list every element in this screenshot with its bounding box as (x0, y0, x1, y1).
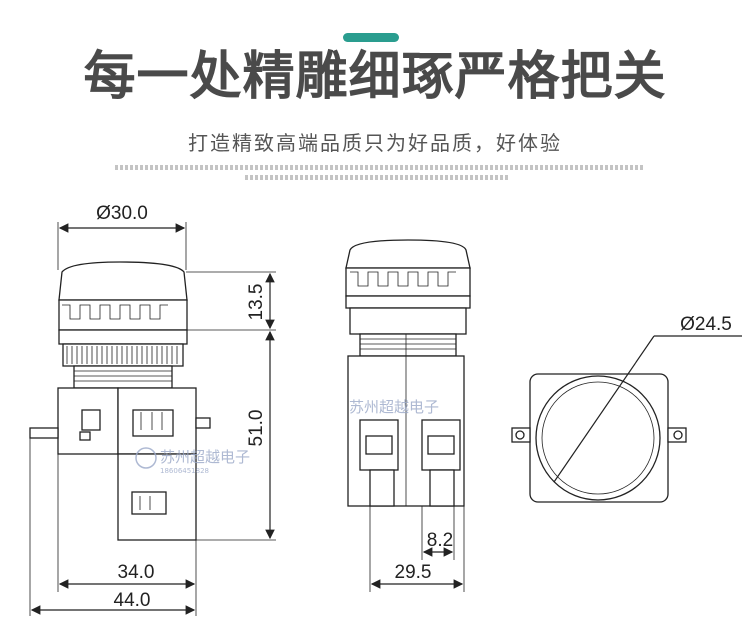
side-view: 29.5 8.2 苏州超越电子 (345, 239, 471, 592)
watermark-name: 苏州超越电子 (160, 448, 250, 466)
watermark-phone: 18606451828 (160, 467, 209, 475)
dim-total-height: 51.0 (246, 410, 267, 447)
front-view: Ø30.0 13.5 51.0 34.0 44.0 (29, 203, 276, 616)
dim-terminal-pitch: 8.2 (427, 530, 453, 551)
watermark: 苏州超越电子 18606451828 (135, 447, 250, 475)
accent-bar (343, 33, 399, 42)
dim-total-width: 44.0 (114, 590, 151, 611)
watermark-name: 苏州超越电子 (349, 398, 439, 416)
dim-face-diameter: Ø24.5 (680, 314, 732, 335)
dim-cap-height: 13.5 (246, 284, 267, 321)
top-view: Ø24.5 (511, 314, 742, 503)
page-subtitle: 打造精致高端品质只为好品质，好体验 (188, 131, 562, 155)
page-title: 每一处精雕细琢严格把关 (83, 47, 667, 107)
dim-front-diameter: Ø30.0 (96, 203, 148, 224)
dim-body-width: 34.0 (118, 562, 155, 583)
dim-side-width: 29.5 (395, 562, 432, 583)
fine-print-line (245, 175, 510, 180)
fine-print-line (115, 165, 645, 170)
